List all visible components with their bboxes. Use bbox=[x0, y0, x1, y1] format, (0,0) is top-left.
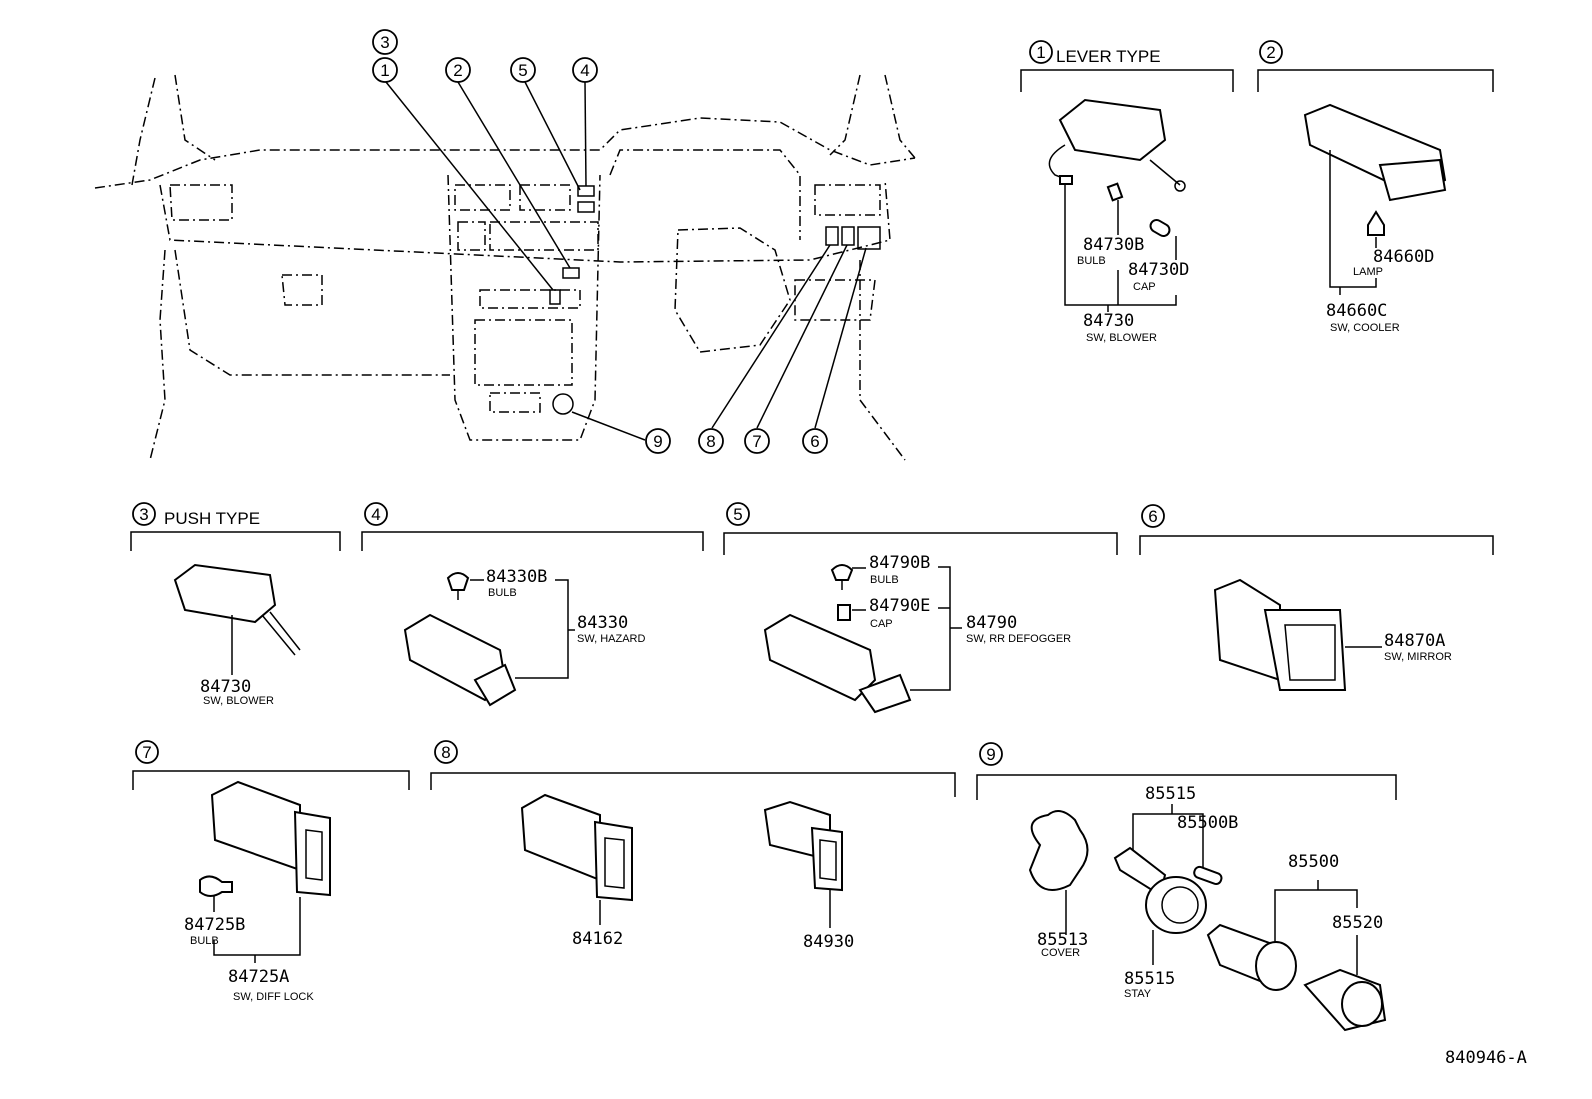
section-1-lever-type: 1 LEVER TYPE 84730B BULB 84730D CAP 8473… bbox=[1020, 40, 1234, 344]
section-5: 5 84790B BULB 84790E CAP 84790 SW, RR DE… bbox=[723, 502, 1118, 714]
svg-text:7: 7 bbox=[752, 432, 761, 451]
callout-9: 9 bbox=[645, 428, 671, 454]
svg-text:CAP: CAP bbox=[870, 618, 893, 630]
svg-text:BULB: BULB bbox=[488, 587, 517, 599]
svg-text:1: 1 bbox=[1036, 43, 1045, 62]
svg-text:84790E: 84790E bbox=[869, 596, 930, 616]
svg-text:SW, BLOWER: SW, BLOWER bbox=[203, 695, 274, 707]
svg-text:84730B: 84730B bbox=[1083, 235, 1144, 255]
svg-text:84870A: 84870A bbox=[1384, 631, 1445, 651]
svg-text:LEVER TYPE: LEVER TYPE bbox=[1056, 47, 1161, 66]
section-6: 6 84870A SW, MIRROR bbox=[1139, 504, 1494, 691]
svg-text:PUSH TYPE: PUSH TYPE bbox=[164, 509, 260, 528]
svg-text:84790B: 84790B bbox=[869, 553, 930, 573]
callout-7: 7 bbox=[744, 428, 770, 454]
section-2: 2 84660D LAMP 84660C SW, COOLER bbox=[1257, 40, 1494, 334]
svg-text:84330B: 84330B bbox=[486, 567, 547, 587]
svg-text:84725A: 84725A bbox=[228, 967, 289, 987]
section-7: 7 84725B BULB 84725A SW, DIFF LOCK bbox=[132, 740, 410, 1003]
svg-text:85500: 85500 bbox=[1288, 852, 1339, 872]
svg-text:2: 2 bbox=[453, 61, 462, 80]
svg-text:4: 4 bbox=[580, 61, 589, 80]
svg-text:3: 3 bbox=[139, 505, 148, 524]
callout-4: 4 bbox=[572, 57, 598, 83]
svg-text:2: 2 bbox=[1266, 43, 1275, 62]
svg-text:84730: 84730 bbox=[1083, 311, 1134, 331]
svg-text:85500B: 85500B bbox=[1177, 813, 1238, 833]
svg-text:9: 9 bbox=[653, 432, 662, 451]
svg-text:SW, HAZARD: SW, HAZARD bbox=[577, 633, 646, 645]
svg-text:7: 7 bbox=[142, 743, 151, 762]
svg-text:84930: 84930 bbox=[803, 932, 854, 952]
svg-text:COVER: COVER bbox=[1041, 947, 1080, 959]
dashboard-illustration bbox=[94, 74, 916, 461]
svg-text:84730: 84730 bbox=[200, 677, 251, 697]
svg-text:SW, RR DEFOGGER: SW, RR DEFOGGER bbox=[966, 633, 1071, 645]
svg-text:8: 8 bbox=[441, 743, 450, 762]
svg-text:84330: 84330 bbox=[577, 613, 628, 633]
svg-text:8: 8 bbox=[706, 432, 715, 451]
svg-text:BULB: BULB bbox=[1077, 255, 1106, 267]
callout-6: 6 bbox=[802, 428, 828, 454]
svg-text:SW, BLOWER: SW, BLOWER bbox=[1086, 332, 1157, 344]
svg-text:BULB: BULB bbox=[870, 574, 899, 586]
svg-text:SW, COOLER: SW, COOLER bbox=[1330, 322, 1400, 334]
callout-2: 2 bbox=[445, 57, 471, 83]
svg-text:6: 6 bbox=[810, 432, 819, 451]
svg-text:LAMP: LAMP bbox=[1353, 266, 1383, 278]
svg-text:84162: 84162 bbox=[572, 929, 623, 949]
svg-text:5: 5 bbox=[518, 61, 527, 80]
svg-text:84730D: 84730D bbox=[1128, 260, 1189, 280]
svg-text:84660D: 84660D bbox=[1373, 247, 1434, 267]
callout-3: 3 bbox=[372, 29, 398, 55]
section-8: 8 84162 84930 bbox=[430, 740, 956, 952]
svg-text:84790: 84790 bbox=[966, 613, 1017, 633]
svg-text:84725B: 84725B bbox=[184, 915, 245, 935]
section-9: 9 85513 COVER 85515 85500B 85515 STAY 85… bbox=[976, 742, 1397, 1032]
svg-text:85515: 85515 bbox=[1124, 969, 1175, 989]
svg-text:BULB: BULB bbox=[190, 935, 219, 947]
svg-text:85515: 85515 bbox=[1145, 784, 1196, 804]
svg-text:4: 4 bbox=[371, 505, 380, 524]
svg-text:85513: 85513 bbox=[1037, 930, 1088, 950]
svg-text:3: 3 bbox=[380, 33, 389, 52]
section-3-push-type: 3 PUSH TYPE 84730 SW, BLOWER bbox=[130, 502, 341, 707]
callout-1: 1 bbox=[372, 57, 398, 83]
svg-text:9: 9 bbox=[986, 745, 995, 764]
svg-text:85520: 85520 bbox=[1332, 913, 1383, 933]
svg-text:STAY: STAY bbox=[1124, 988, 1152, 1000]
svg-text:1: 1 bbox=[380, 61, 389, 80]
diagram-id: 840946-A bbox=[1445, 1048, 1527, 1068]
svg-text:SW, DIFF LOCK: SW, DIFF LOCK bbox=[233, 991, 314, 1003]
callout-5: 5 bbox=[510, 57, 536, 83]
svg-text:CAP: CAP bbox=[1133, 281, 1156, 293]
svg-text:84660C: 84660C bbox=[1326, 301, 1387, 321]
section-4: 4 84330B BULB 84330 SW, HAZARD bbox=[361, 502, 704, 707]
svg-text:6: 6 bbox=[1148, 507, 1157, 526]
svg-text:5: 5 bbox=[733, 505, 742, 524]
svg-text:SW, MIRROR: SW, MIRROR bbox=[1384, 651, 1452, 663]
callout-8: 8 bbox=[698, 428, 724, 454]
